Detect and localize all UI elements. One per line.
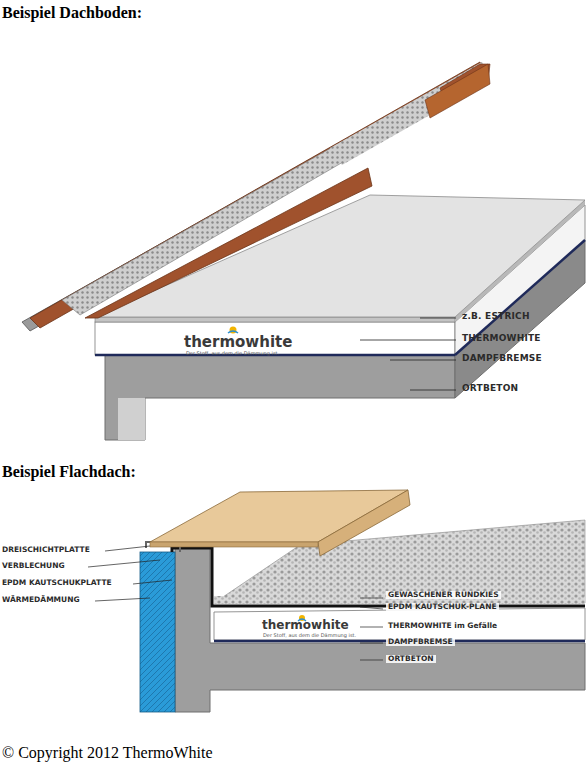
layer-label: EPDM KAUTSCHUK-PLANE	[386, 603, 499, 611]
logo-text: thermowhite	[262, 619, 349, 632]
layer-label: DAMPFBREMSE	[386, 638, 455, 646]
copyright-caption: © Copyright 2012 ThermoWhite	[2, 744, 213, 762]
flat-roof-drawing	[88, 490, 585, 712]
layer-label: DAMPFBREMSE	[462, 354, 542, 364]
logo-slogan: Der Stoff, aus dem die Dämmung ist.	[263, 633, 356, 639]
layer-label: z.B. ESTRICH	[462, 312, 530, 322]
layer-label: THERMOWHITE	[462, 334, 541, 344]
logo-slogan: Der Stoff, aus dem die Dämmung ist.	[186, 351, 279, 357]
attic-drawing	[22, 62, 585, 440]
layer-label: THERMOWHITE im Gefälle	[386, 622, 499, 630]
part-label: DREISCHICHTPLATTE	[2, 546, 90, 554]
part-label: EPDM KAUTSCHUKPLATTE	[2, 579, 112, 587]
layer-label: ORTBETON	[386, 655, 436, 663]
part-label: WÄRMEDÄMMUNG	[2, 596, 80, 604]
part-label: VERBLECHUNG	[2, 562, 65, 570]
section-heading: Beispiel Flachdach:	[2, 463, 136, 481]
section-heading: Beispiel Dachboden:	[2, 4, 142, 22]
layer-label: ORTBETON	[462, 384, 518, 394]
layer-label: GEWASCHENER RUNDKIES	[386, 591, 501, 599]
logo-text: thermowhite	[184, 334, 292, 351]
